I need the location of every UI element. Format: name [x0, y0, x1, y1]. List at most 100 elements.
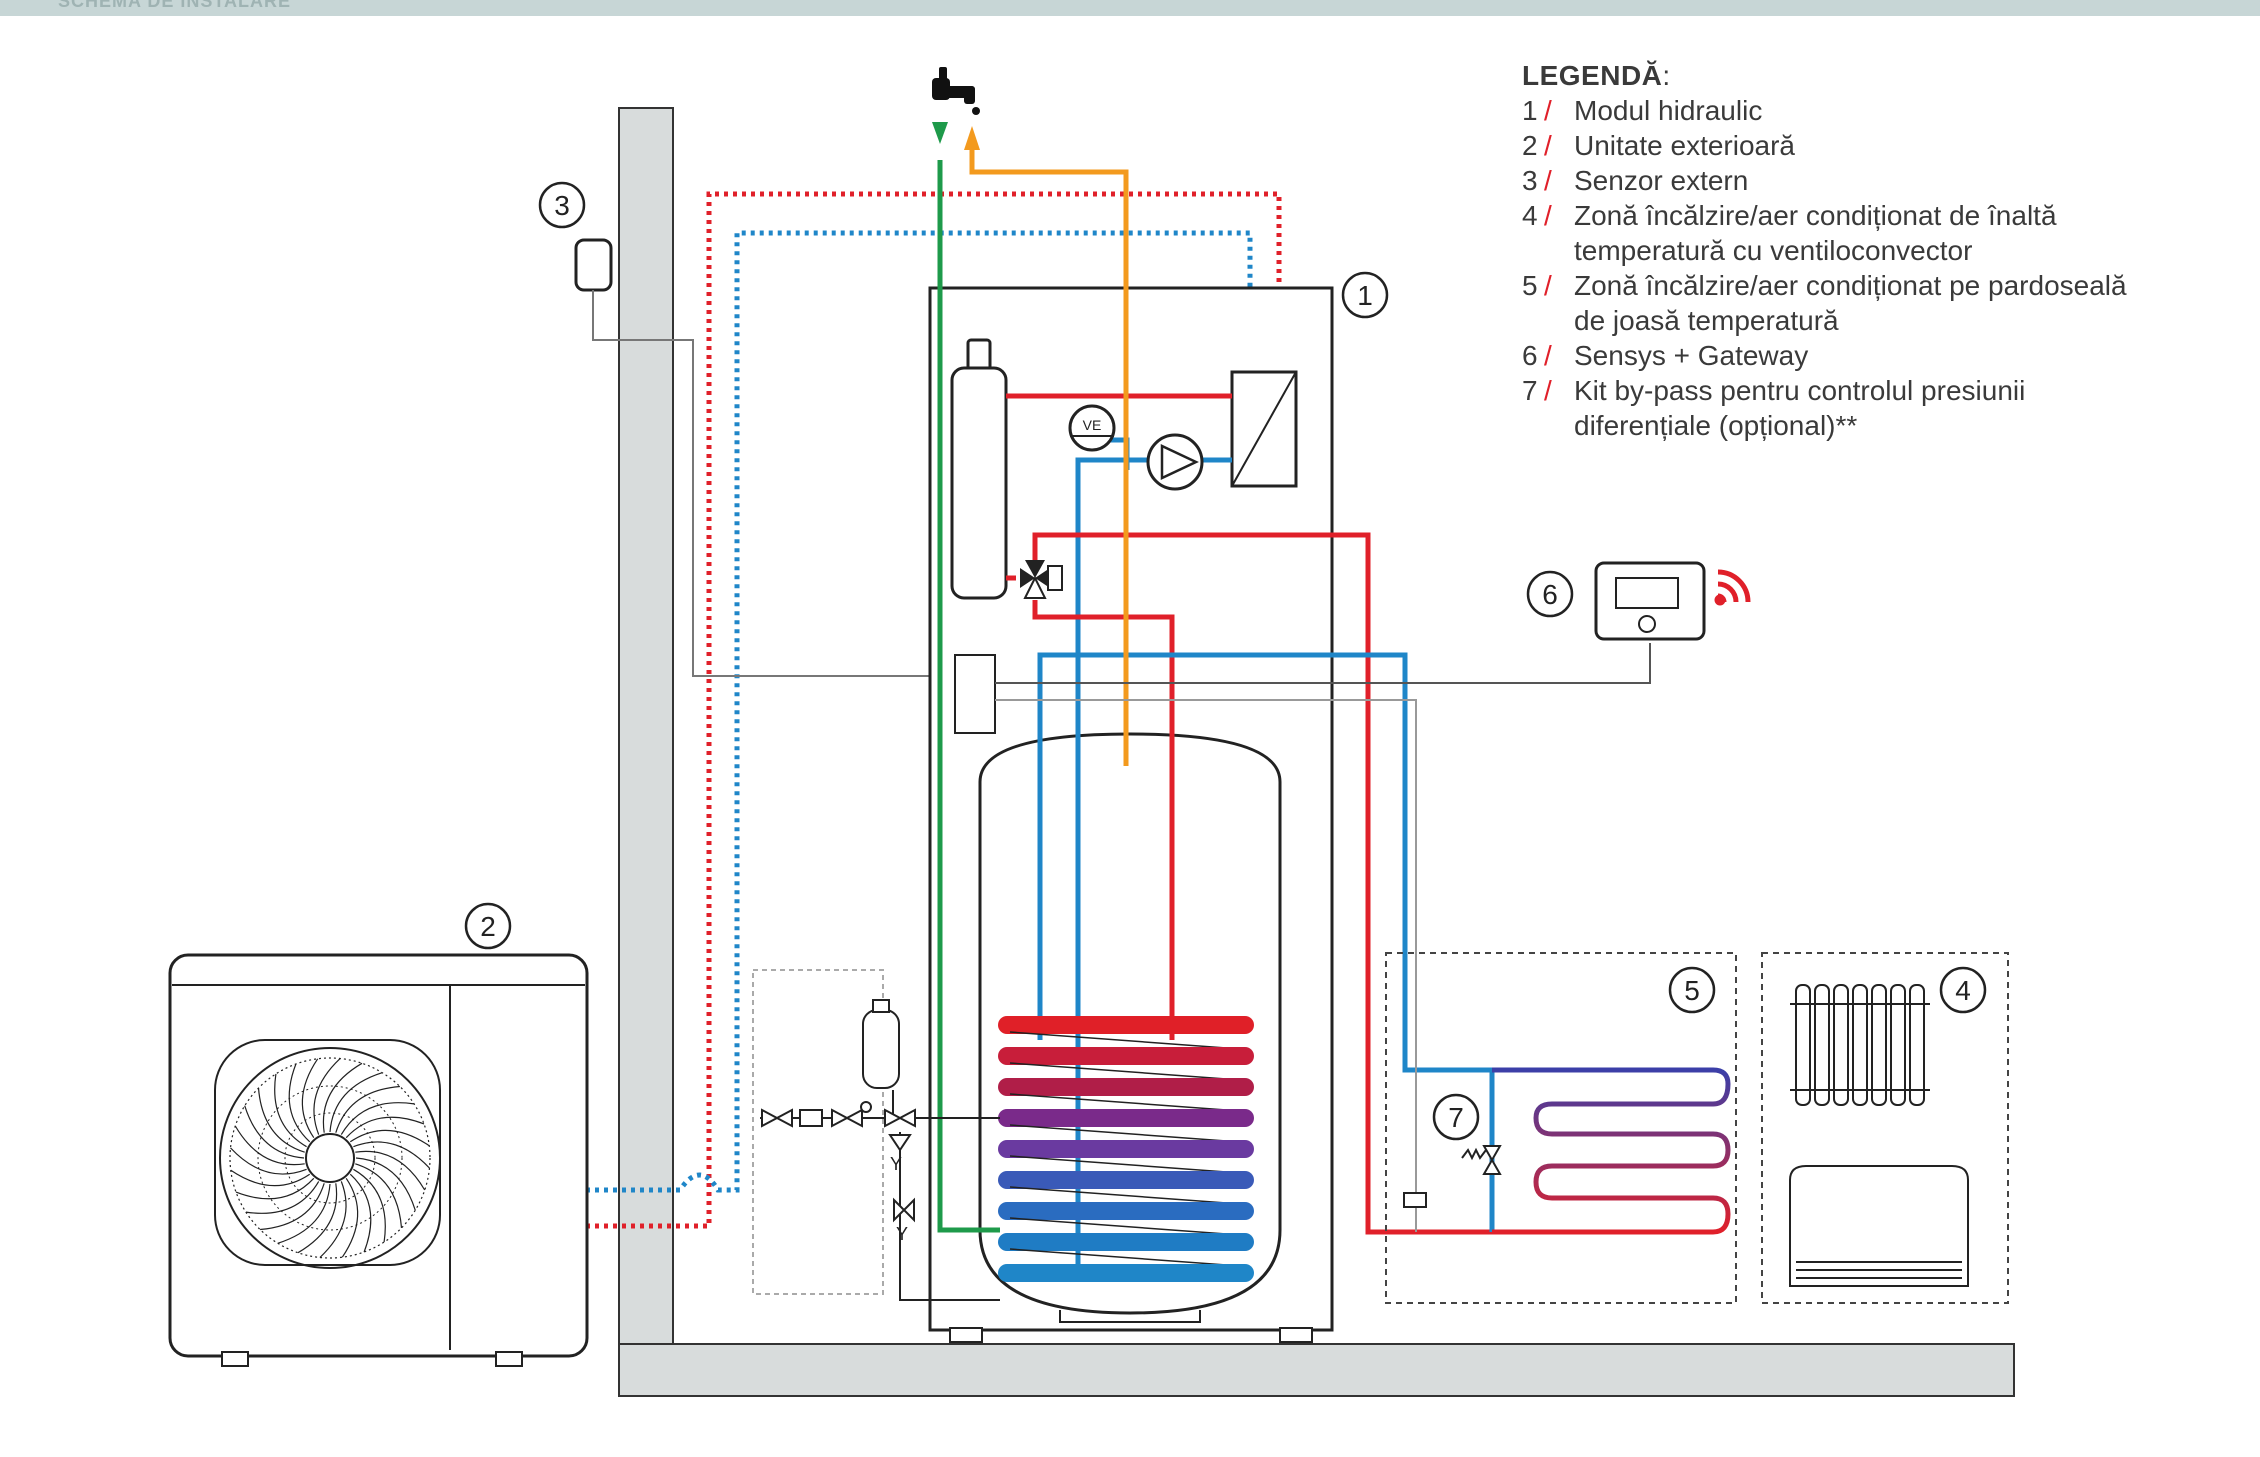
wifi-icon	[1714, 569, 1751, 606]
fan-blade	[319, 1181, 347, 1258]
fan-coil-icon	[1789, 1165, 1969, 1287]
cold-water-green	[937, 160, 1000, 1233]
legend-item-number: 4	[1522, 200, 1538, 231]
tap-icon	[932, 67, 980, 115]
floor-loop	[1492, 1067, 1731, 1235]
coil-turn	[998, 1047, 1254, 1065]
legend-title-text: LEGENDĂ	[1522, 60, 1663, 91]
legend-item-text: Sensys + Gateway	[1574, 340, 1809, 371]
fan-blade	[349, 1173, 372, 1253]
fan-blade	[244, 1105, 305, 1159]
drain-label-2: Y	[896, 1224, 908, 1244]
three-way-valve-icon	[1020, 560, 1063, 599]
outdoor-pipes	[586, 191, 1282, 1229]
header-title: SCHEMA DE INSTALARE	[58, 0, 292, 11]
module-control-box	[954, 654, 996, 734]
tank-heating-coil	[998, 1016, 1254, 1282]
fan-blade	[260, 1183, 325, 1231]
fan-blade	[341, 1177, 359, 1258]
legend-item-text: Zonă încălzire/aer condiționat pe pardos…	[1574, 270, 2127, 336]
coil-link	[1009, 1124, 1241, 1143]
coil-link	[1009, 1062, 1241, 1081]
fan-blade	[313, 1058, 341, 1135]
fan-blade	[230, 1169, 311, 1187]
domestic-water-pipes	[937, 150, 1129, 1233]
legend-item-separator: /	[1544, 375, 1552, 406]
callout-2	[464, 902, 512, 950]
header-bar: SCHEMA DE INSTALARE	[0, 0, 2260, 16]
fan-blade	[340, 1102, 415, 1135]
legend-item: 6/ Sensys + Gateway	[1522, 338, 2162, 373]
coil-link	[1009, 1186, 1241, 1205]
coil-turn	[998, 1109, 1254, 1127]
legend-item-number: 6	[1522, 340, 1538, 371]
legend-item-text: Zonă încălzire/aer condiționat de înaltă…	[1574, 200, 2057, 266]
safety-group: Y Y	[752, 969, 1000, 1301]
legend-item-separator: /	[1544, 200, 1552, 231]
outdoor-sensor-body	[574, 238, 613, 292]
legend-item-text: Senzor extern	[1574, 165, 1749, 196]
sanitary-expansion-vessel-icon	[862, 999, 900, 1089]
fan-blade	[329, 1072, 383, 1133]
fan-blade	[355, 1150, 426, 1191]
valve-to-tank-red	[1032, 600, 1175, 1040]
fan-blade	[235, 1177, 315, 1200]
callout-2-label: 2	[480, 911, 496, 942]
outdoor-unit	[168, 953, 589, 1367]
legend-item-text: Modul hidraulic	[1574, 95, 1763, 126]
legend-item: 1/Modul hidraulic	[1522, 93, 2162, 128]
zone-5-floor-heating	[1385, 952, 1737, 1304]
outdoor-return-pipe	[586, 230, 1253, 1193]
fan-blade	[274, 1073, 307, 1148]
fan-blade	[230, 1147, 307, 1175]
coil-turn	[998, 1140, 1254, 1158]
legend-item-separator: /	[1544, 165, 1552, 196]
legend-item-separator: /	[1544, 340, 1552, 371]
hot-water-orange	[969, 150, 1129, 766]
fan-blade	[353, 1141, 430, 1169]
fan-blade	[345, 1116, 425, 1139]
legend-item: 2/Unitate exterioară	[1522, 128, 2162, 163]
expansion-vessel-ve: VE	[1068, 404, 1116, 452]
legend-item-separator: /	[1544, 270, 1552, 301]
legend-item: 5/ Zonă încălzire/aer condiționat pe pard…	[1522, 268, 2162, 338]
legend-item-number: 2	[1522, 130, 1538, 161]
legend-item-number: 5	[1522, 270, 1538, 301]
legend-item-text: Unitate exterioară	[1574, 130, 1796, 161]
backup-heater	[950, 338, 1008, 600]
fan-icon	[214, 1039, 441, 1269]
coil-link	[1009, 1155, 1241, 1174]
callout-1	[1341, 271, 1389, 319]
callout-1-label: 1	[1357, 280, 1373, 311]
coil-turn	[998, 1233, 1254, 1251]
callout-3-label: 3	[554, 190, 570, 221]
radiator-icon	[1790, 984, 1930, 1106]
hot-water-outlet-arrow	[964, 126, 980, 150]
fan-blade	[349, 1129, 430, 1147]
fan-blade	[355, 1157, 416, 1211]
bypass-valve-icon	[1461, 1145, 1502, 1175]
fan-blade	[301, 1058, 319, 1139]
coil-link	[1009, 1031, 1241, 1050]
callout-labels: 1 2 3 4 5 6 7	[480, 190, 1971, 1133]
callout-3	[538, 181, 586, 229]
fan-blade	[257, 1088, 305, 1153]
outdoor-sensor	[574, 238, 958, 677]
legend-item-text: Kit by-pass pentru controlul presiunii d…	[1574, 375, 2026, 441]
callout-4	[1939, 966, 1987, 1014]
fan-blade	[288, 1063, 311, 1143]
legend-title-colon: :	[1662, 60, 1671, 91]
coil-link	[1009, 1217, 1241, 1236]
callouts	[464, 181, 1987, 1141]
legend-item-number: 1	[1522, 95, 1538, 126]
legend-item: 7/Kit by-pass pentru controlul presiunii…	[1522, 373, 2162, 443]
callout-6-label: 6	[1542, 579, 1558, 610]
coil-turn	[998, 1078, 1254, 1096]
fan-blade	[277, 1183, 331, 1244]
building-floor	[618, 1343, 2015, 1397]
sensys-thermostat	[995, 561, 1751, 1232]
legend-item: 4/ Zonă încălzire/aer condiționat de înal…	[1522, 198, 2162, 268]
thermostat-cable	[995, 643, 1651, 684]
sensor-cable	[592, 290, 958, 677]
